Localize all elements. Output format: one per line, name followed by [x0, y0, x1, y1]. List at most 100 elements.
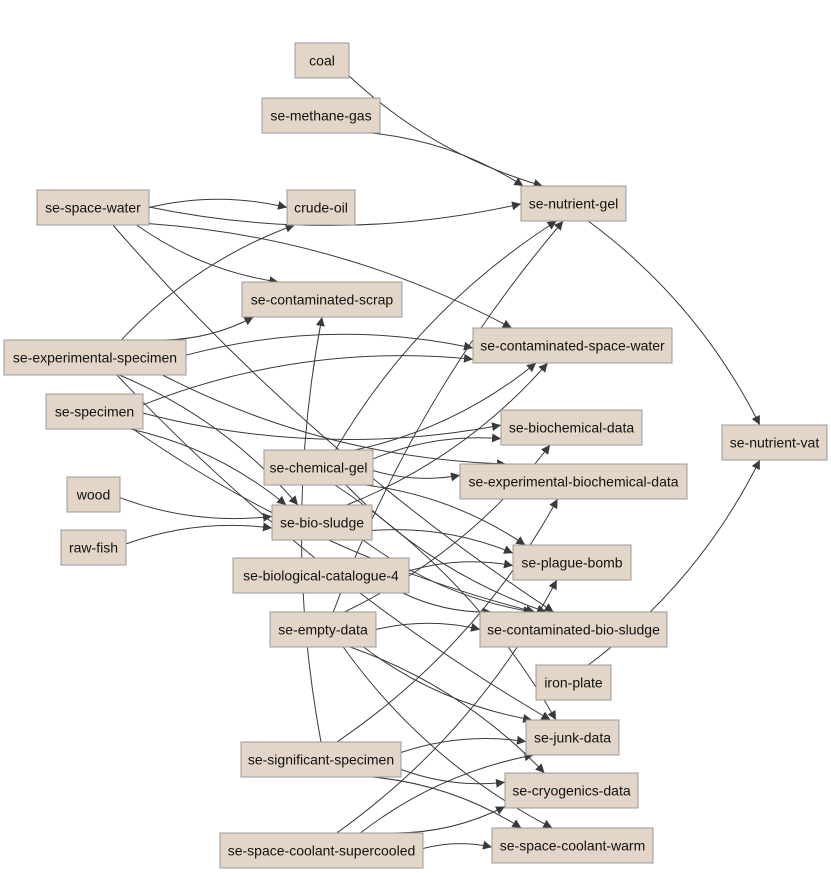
node-label-contamwater: se-contaminated-space-water	[480, 338, 665, 354]
edge-coolsuper-to-coolwarm	[422, 840, 493, 850]
node-box-plaguebomb	[512, 544, 632, 581]
edge-nutrientgel-to-nutrientvat	[587, 220, 761, 426]
node-box-ironplate	[535, 664, 612, 701]
node-box-coolsuper	[219, 832, 424, 869]
node-biocat: se-biological-catalogue-4	[232, 557, 410, 594]
node-box-biosludge	[271, 504, 373, 541]
node-box-cryodata	[504, 772, 639, 809]
edge-sigspecimen-to-cryodata	[400, 768, 506, 788]
node-specimen: se-specimen	[45, 393, 144, 430]
edge-specimen-to-biochem	[142, 412, 502, 441]
node-box-spacewater	[36, 189, 150, 226]
node-label-crudeoil: crude-oil	[294, 200, 348, 216]
edge-spacewater-to-contamwater	[148, 223, 512, 329]
node-label-spacewater: se-space-water	[45, 200, 141, 216]
node-label-contamscrap: se-contaminated-scrap	[251, 292, 394, 308]
node-label-expspecimen: se-experimental-specimen	[13, 350, 177, 366]
node-box-coolwarm	[491, 827, 654, 864]
node-box-sigspecimen	[240, 741, 402, 778]
node-box-junkdata	[525, 719, 620, 756]
node-box-contamwater	[472, 327, 673, 364]
node-label-biocat: se-biological-catalogue-4	[243, 568, 399, 584]
edge-sigspecimen-to-junkdata	[400, 735, 527, 753]
edge-expspecimen-to-junkdata	[116, 374, 551, 721]
node-label-sigspecimen: se-significant-specimen	[248, 752, 394, 768]
edge-expspecimen-to-expbiochem	[162, 374, 507, 469]
node-box-coal	[294, 42, 350, 79]
node-label-chemgel: se-chemical-gel	[269, 460, 367, 476]
node-label-ironplate: iron-plate	[544, 675, 603, 691]
node-label-nutrientvat: se-nutrient-vat	[730, 435, 820, 451]
node-chemgel: se-chemical-gel	[263, 449, 374, 486]
edge-spacewater-to-contamscrap	[136, 224, 279, 286]
node-layer: coal se-methane-gas se-space-water crude-oi…	[3, 42, 828, 869]
node-crudeoil: crude-oil	[286, 189, 356, 226]
node-box-expspecimen	[3, 339, 187, 376]
node-box-emptydata	[269, 611, 377, 648]
node-label-biosludge: se-bio-sludge	[280, 515, 364, 531]
node-spacewater: se-space-water	[36, 189, 150, 226]
edge-expspecimen-to-contamwater	[185, 333, 474, 356]
edge-emptydata-to-contambio	[375, 622, 481, 632]
node-box-methane	[261, 97, 381, 134]
node-nutrientvat: se-nutrient-vat	[721, 424, 828, 461]
node-label-contambio: se-contaminated-bio-sludge	[487, 622, 660, 638]
node-ironplate: iron-plate	[535, 664, 612, 701]
node-contambio: se-contaminated-bio-sludge	[479, 611, 668, 648]
edge-sigspecimen-to-expbiochem	[336, 498, 559, 743]
edge-coolsuper-to-cryodata	[394, 806, 506, 834]
node-label-coal: coal	[309, 53, 335, 69]
node-methane: se-methane-gas	[261, 97, 381, 134]
node-label-wood: wood	[76, 487, 110, 503]
node-label-specimen: se-specimen	[55, 404, 134, 420]
edge-emptydata-to-nutrientgel	[332, 220, 564, 613]
node-sigspecimen: se-significant-specimen	[240, 741, 402, 778]
node-emptydata: se-empty-data	[269, 611, 377, 648]
node-coolsuper: se-space-coolant-supercooled	[219, 832, 424, 869]
edge-coolsuper-to-junkdata	[360, 752, 534, 834]
edge-spacewater-to-contambio	[112, 224, 554, 613]
edge-biosludge-to-contambio	[362, 539, 533, 615]
edge-coal-to-nutrientgel	[348, 75, 543, 188]
node-box-nutrientvat	[721, 424, 828, 461]
edge-methane-to-nutrientgel	[371, 132, 524, 187]
node-box-wood	[66, 476, 121, 513]
node-label-coolwarm: se-space-coolant-warm	[500, 838, 646, 854]
edge-chemgel-to-biochem	[372, 433, 502, 460]
node-box-biocat	[232, 557, 410, 594]
edge-biosludge-to-plaguebomb	[371, 529, 514, 554]
edge-specimen-to-biosludge	[130, 428, 287, 506]
node-expbiochem: se-experimental-biochemical-data	[459, 463, 688, 500]
edge-sigspecimen-to-coolwarm	[372, 776, 522, 829]
node-wood: wood	[66, 476, 121, 513]
edge-biocat-to-plaguebomb	[408, 559, 514, 572]
node-rawfish: raw-fish	[60, 529, 127, 566]
node-label-expbiochem: se-experimental-biochemical-data	[468, 474, 678, 490]
node-junkdata: se-junk-data	[525, 719, 620, 756]
node-label-biochem: se-biochemical-data	[509, 420, 634, 436]
node-label-emptydata: se-empty-data	[278, 622, 368, 638]
edge-emptydata-to-cryodata	[349, 646, 545, 774]
edge-specimen-to-contamwater	[142, 353, 474, 406]
edge-emptydata-to-junkdata	[363, 646, 533, 723]
edge-rawfish-to-biosludge	[125, 522, 273, 545]
node-box-crudeoil	[286, 189, 356, 226]
edge-spacewater-to-crudeoil	[148, 198, 288, 210]
node-coolwarm: se-space-coolant-warm	[491, 827, 654, 864]
node-coal: coal	[294, 42, 350, 79]
node-box-nutrientgel	[520, 185, 627, 222]
node-expspecimen: se-experimental-specimen	[3, 339, 187, 376]
node-nutrientgel: se-nutrient-gel	[520, 185, 627, 222]
node-contamscrap: se-contaminated-scrap	[241, 281, 403, 318]
edge-biosludge-to-contamwater	[346, 362, 549, 506]
node-label-plaguebomb: se-plague-bomb	[521, 555, 622, 571]
node-cryodata: se-cryogenics-data	[504, 772, 639, 809]
node-label-junkdata: se-junk-data	[534, 730, 611, 746]
node-label-nutrientgel: se-nutrient-gel	[529, 196, 619, 212]
node-contamwater: se-contaminated-space-water	[472, 327, 673, 364]
node-box-contambio	[479, 611, 668, 648]
edge-layer	[112, 75, 761, 850]
node-box-expbiochem	[459, 463, 688, 500]
node-label-methane: se-methane-gas	[270, 108, 371, 124]
